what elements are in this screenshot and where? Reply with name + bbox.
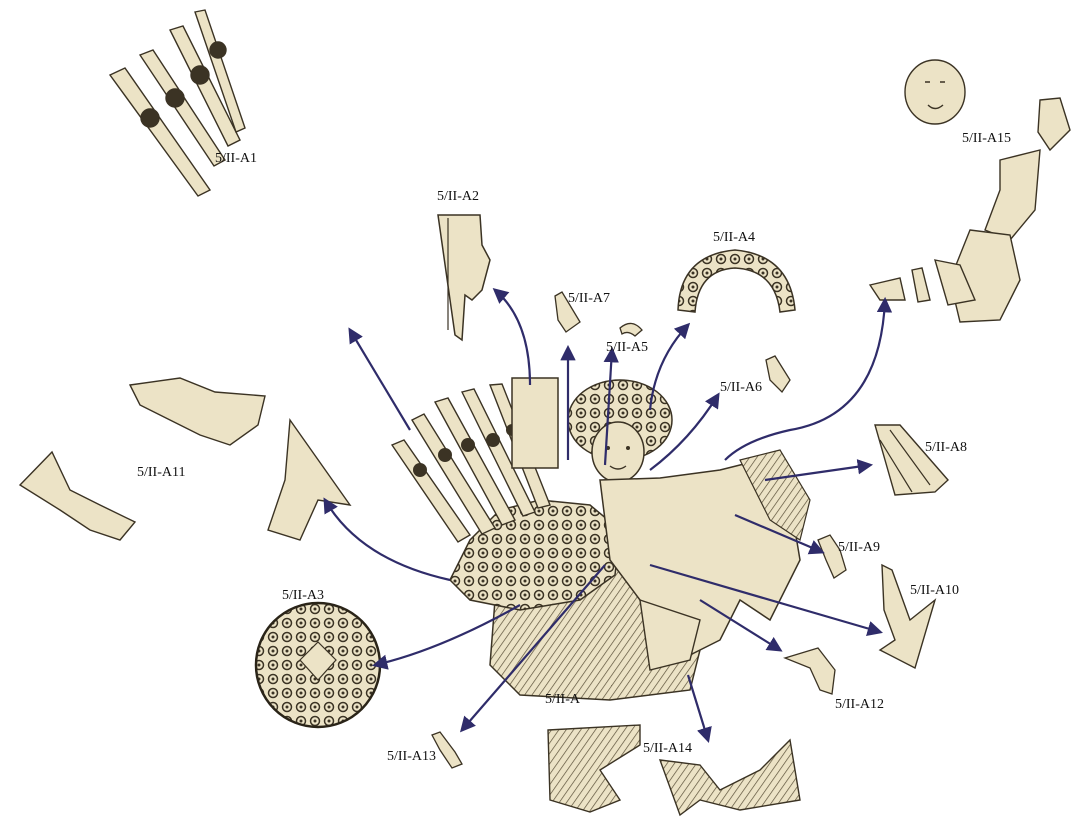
- fragment-a13: [432, 732, 462, 768]
- arrow-a14: [688, 675, 708, 740]
- label-a: 5/II-A: [545, 692, 580, 708]
- label-a13: 5/II-A13: [387, 749, 436, 765]
- label-a10: 5/II-A10: [910, 583, 959, 599]
- fragment-a8: [875, 425, 948, 495]
- arrow-a2: [495, 290, 530, 385]
- label-a1: 5/II-A1: [215, 151, 257, 167]
- fragment-a3: [256, 603, 380, 727]
- label-a3: 5/II-A3: [282, 588, 324, 604]
- fragment-a11: [20, 378, 350, 540]
- label-a11: 5/II-A11: [137, 465, 185, 481]
- fragment-a6: [766, 356, 790, 392]
- label-a14: 5/II-A14: [643, 741, 692, 757]
- fragment-a4: [678, 250, 795, 312]
- fragment-a5: [620, 323, 642, 336]
- label-a9: 5/II-A9: [838, 540, 880, 556]
- fragment-a14: [548, 725, 800, 815]
- arrow-a1-torches: [350, 330, 410, 430]
- fragment-a1: [110, 10, 245, 196]
- fragment-a2: [438, 215, 490, 340]
- arrow-a11-triangle: [325, 500, 450, 580]
- label-a15: 5/II-A15: [962, 131, 1011, 147]
- central-figure: [392, 378, 810, 700]
- label-a7: 5/II-A7: [568, 291, 610, 307]
- label-a2: 5/II-A2: [437, 189, 479, 205]
- label-a8: 5/II-A8: [925, 440, 967, 456]
- label-a12: 5/II-A12: [835, 697, 884, 713]
- fragment-a15: [870, 60, 1070, 322]
- label-a6: 5/II-A6: [720, 380, 762, 396]
- fragment-a12: [785, 648, 835, 694]
- label-a5: 5/II-A5: [606, 340, 648, 356]
- label-a4: 5/II-A4: [713, 230, 755, 246]
- fragment-a10: [880, 565, 935, 668]
